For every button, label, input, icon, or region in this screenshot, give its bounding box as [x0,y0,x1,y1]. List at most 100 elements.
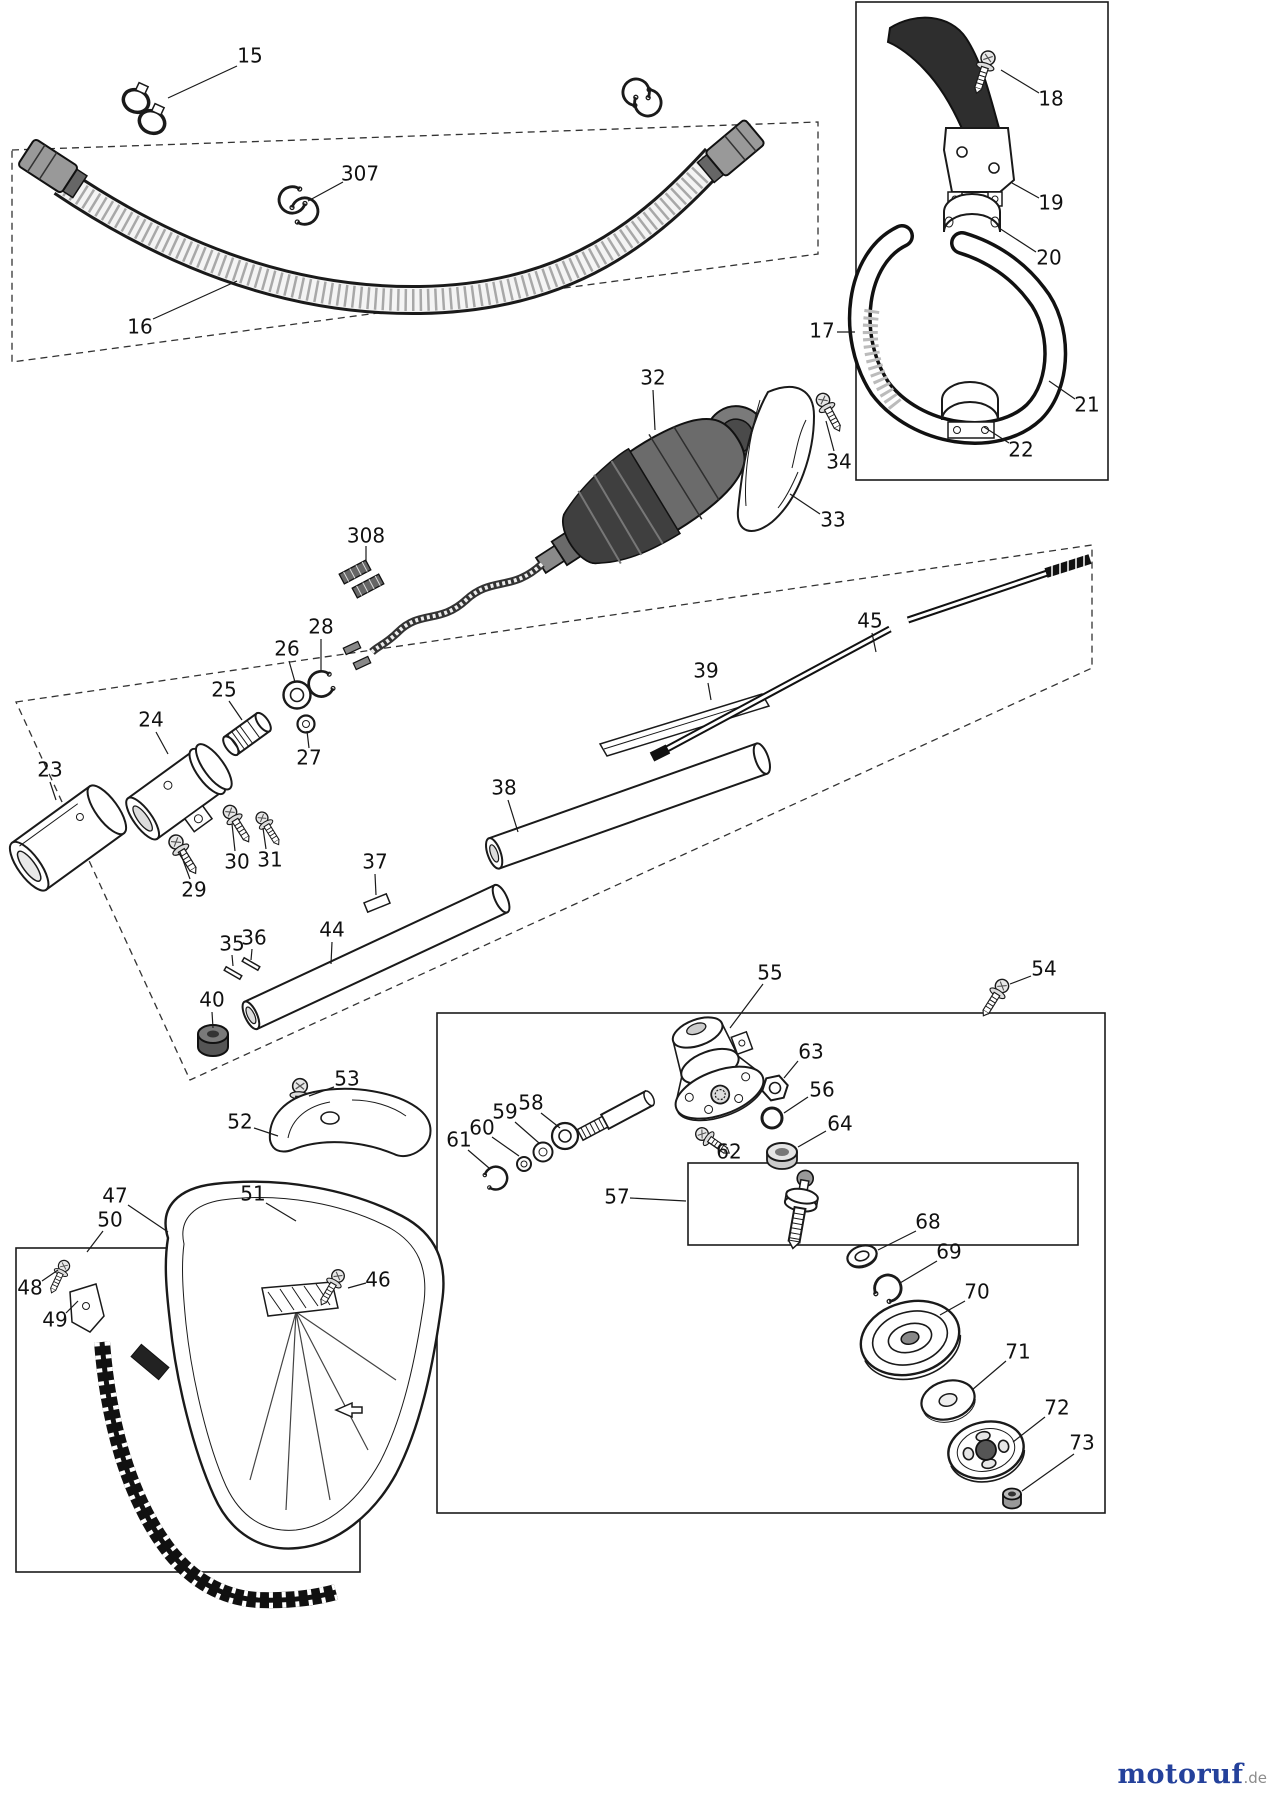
inner-liner-39 [598,693,771,757]
leader-line-46 [347,1282,367,1289]
cable-terminal-1 [342,640,362,656]
shaft-dashed-frame [15,544,1093,1081]
watermark-brand: motoruf [1117,1759,1244,1790]
retainer-clip-307 [273,181,324,230]
coupler-housing-24 [125,743,233,841]
part-label-61: 61 [446,1128,471,1152]
bearing-58 [550,1121,580,1151]
part-label-15: 15 [237,44,262,68]
snap-ring-61 [480,1162,512,1194]
part-label-35: 35 [219,932,244,956]
part-label-22: 22 [1008,438,1033,462]
flex-hose-coil-texture [55,150,725,312]
plate-49 [69,1283,105,1333]
part-label-36: 36 [241,926,266,950]
watermark: motoruf.de [1117,1759,1267,1790]
part-label-60: 60 [469,1116,494,1140]
screw-31 [251,808,286,850]
leader-line-16 [152,280,238,320]
part-label-73: 73 [1069,1431,1094,1455]
part-label-59: 59 [492,1100,517,1124]
leader-line-15 [167,65,238,99]
retainer-clip-upper [616,72,668,123]
handle-frame [855,1,1109,481]
bearing-68 [846,1244,878,1269]
part-label-27: 27 [296,746,321,770]
drive-shaft-45 [649,554,1092,762]
leader-line-23 [49,781,57,801]
part-label-26: 26 [274,637,299,661]
part-label-53: 53 [334,1067,359,1091]
leader-line-71 [971,1360,1007,1391]
part-label-70: 70 [964,1280,989,1304]
leader-line-39 [707,682,712,701]
leader-line-73 [1021,1453,1075,1492]
part-label-34: 34 [826,450,851,474]
guard-shield-47 [164,1180,445,1550]
part-label-58: 58 [518,1091,543,1115]
gearhead-assembly [480,975,1014,1250]
leader-line-51 [265,1202,297,1222]
leader-line-20 [998,227,1037,253]
nut-73 [1002,1487,1022,1510]
clip-308a [338,559,372,585]
gear-head-55 [671,1016,765,1122]
drum-pulley-70 [859,1299,962,1381]
clamp-cover-52 [268,1087,432,1158]
trigger-cover-33 [736,386,816,532]
snap-ring-69 [868,1268,908,1308]
part-label-50: 50 [97,1208,122,1232]
leader-line-56 [783,1096,809,1114]
part-label-38: 38 [491,776,516,800]
part-label-57: 57 [604,1185,629,1209]
pin-36 [241,956,261,972]
disc-71 [920,1379,976,1423]
part-label-31: 31 [257,848,282,872]
washer-27 [296,714,316,734]
coupler-assembly [8,667,338,892]
o-ring-56 [760,1106,784,1130]
leader-line-68 [877,1230,917,1251]
part-label-28: 28 [308,615,333,639]
spline-adapter-25 [222,711,272,757]
leader-line-34 [825,420,835,452]
part-label-39: 39 [693,659,718,683]
leader-line-58 [540,1112,561,1129]
leader-line-59 [514,1121,540,1144]
part-label-47: 47 [102,1184,127,1208]
adapter-bolt-57 [783,1169,819,1250]
part-label-18: 18 [1038,87,1063,111]
part-label-30: 30 [224,850,249,874]
loop-handle-body [851,227,1064,442]
leader-line-60 [491,1136,520,1157]
leader-line-44 [330,941,333,965]
part-label-52: 52 [227,1110,252,1134]
pin-35 [223,965,243,981]
part-label-24: 24 [138,708,163,732]
part-label-51: 51 [240,1182,265,1206]
part-label-71: 71 [1005,1340,1030,1364]
part-label-37: 37 [362,850,387,874]
leader-line-49 [65,1300,79,1314]
spool-cover-72 [947,1420,1026,1483]
part-label-45: 45 [857,609,882,633]
part-label-46: 46 [365,1268,390,1292]
flex-shaft-assembly [18,72,765,316]
leader-line-54 [1009,975,1032,985]
part-label-40: 40 [199,988,224,1012]
part-label-25: 25 [211,678,236,702]
part-label-33: 33 [820,508,845,532]
leader-line-22 [983,426,1010,444]
part-label-16: 16 [127,315,152,339]
lower-clamp-22 [941,381,999,439]
serrated-strip [94,1341,339,1609]
part-label-19: 19 [1038,191,1063,215]
loop-handle-grip-texture [862,308,904,413]
leader-line-64 [797,1130,827,1148]
leader-line-38 [507,799,519,833]
part-label-44: 44 [319,918,344,942]
guard-assembly [44,1077,445,1609]
part-label-21: 21 [1074,393,1099,417]
hose-end-cap-left [18,138,88,199]
leader-line-25 [228,700,243,721]
